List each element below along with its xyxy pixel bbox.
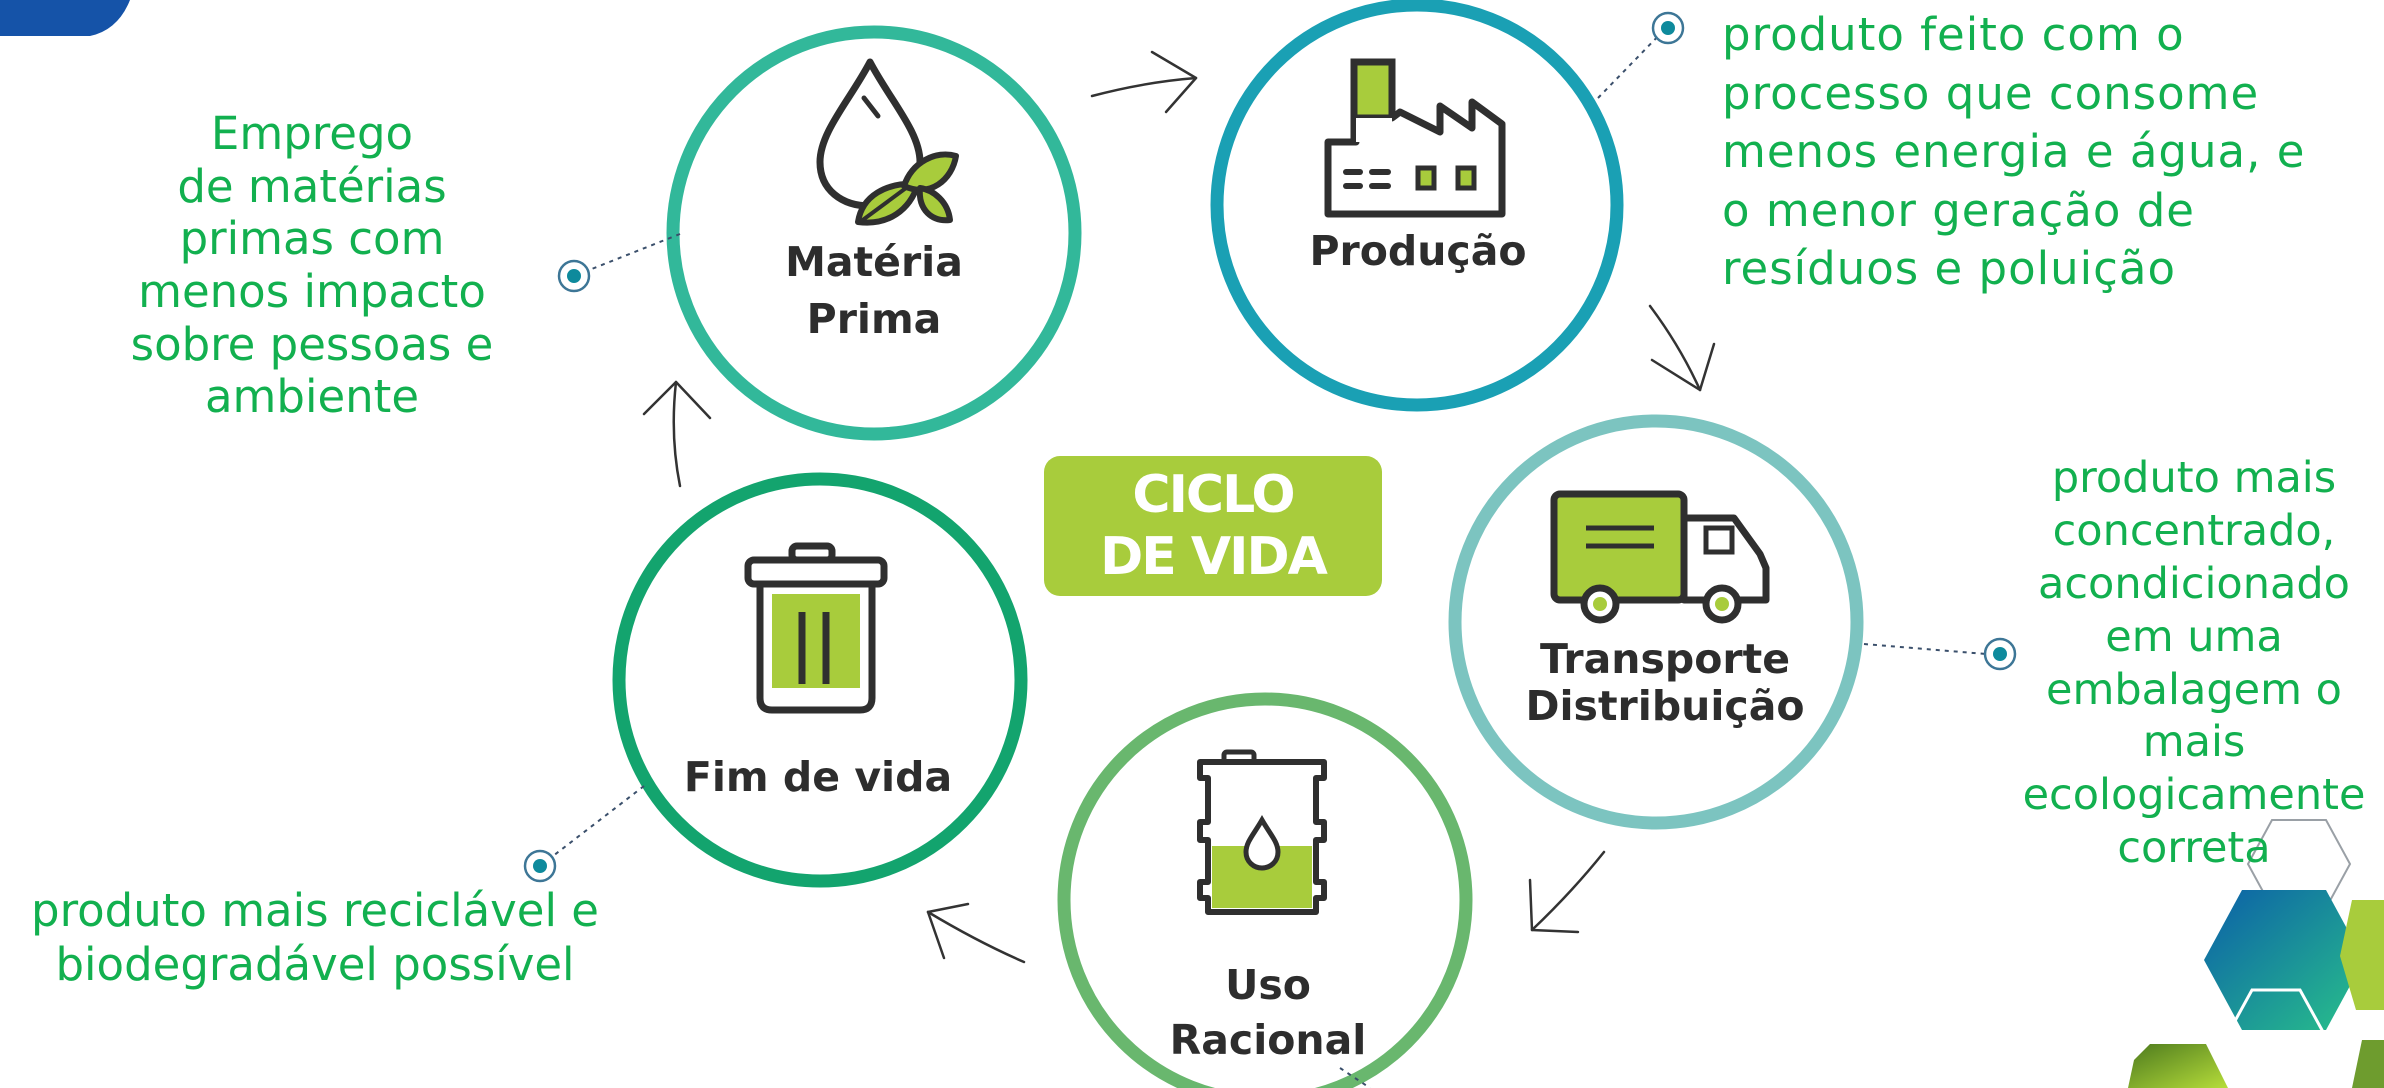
description-fim: produto mais reciclável e biodegradável … (0, 884, 630, 992)
connector-fim (539, 785, 645, 867)
truck-icon (1550, 490, 1770, 624)
description-line: produto feito com o (1722, 8, 2185, 61)
description-line: produto mais (2051, 453, 2337, 503)
description-line: ecologicamente (2022, 770, 2366, 821)
description-line: sobre pessoas e (130, 317, 494, 371)
circle-materia-prima (666, 25, 1082, 441)
node-label-line: Transporte (1539, 635, 1791, 683)
marker-transporte (1983, 637, 2017, 671)
description-producao: produto feito com o processo que consome… (1722, 6, 2372, 299)
description-transporte: produto mais concentrado, acondicionado … (2004, 452, 2384, 875)
node-label-line: Uso (1225, 961, 1311, 1009)
node-label-fim: Fim de vida (668, 752, 968, 803)
barrel-icon (1197, 749, 1327, 915)
node-label-line: Racional (1169, 1016, 1367, 1065)
node-label-line: Distribuição (1525, 682, 1805, 731)
description-line: primas com (179, 212, 445, 266)
description-line: processo que consome (1722, 66, 2260, 120)
node-label-line: Produção (1309, 227, 1527, 275)
description-line: embalagem o (2046, 664, 2342, 715)
node-label-uso: Uso Racional (1128, 958, 1408, 1069)
node-label-materia-prima: Matéria Prima (744, 234, 1004, 349)
arrow-producao-to-transporte (1648, 304, 1716, 392)
cycle-title-box: CICLO DE VIDA (1044, 456, 1382, 596)
arrow-fim-to-materia (642, 380, 712, 488)
description-line: o menor geração de (1722, 183, 2195, 237)
node-label-producao: Produção (1268, 226, 1568, 277)
cycle-title-line-1: CICLO (1132, 464, 1295, 525)
hexagon-decoration (2128, 819, 2384, 1088)
arrow-transporte-to-uso (1528, 850, 1606, 934)
connector-transporte (1863, 643, 1987, 655)
trash-can-icon (744, 542, 888, 714)
node-label-line: Fim de vida (683, 753, 953, 801)
factory-icon (1324, 58, 1506, 218)
node-label-line: Prima (806, 295, 942, 344)
description-line: produto mais reciclável e (31, 884, 599, 937)
description-line: menos energia e água, e (1722, 125, 2306, 178)
droplet-leaf-icon (816, 58, 959, 226)
arrow-uso-to-fim (926, 902, 1026, 964)
node-label-transporte: Transporte Distribuição (1500, 635, 1830, 731)
node-label-line: Matéria (785, 238, 963, 286)
description-line: acondicionado (2038, 558, 2350, 609)
marker-fim (523, 849, 557, 883)
description-line: em uma (2105, 611, 2283, 662)
connector-uso (1339, 1067, 1371, 1088)
description-line: ambiente (204, 370, 419, 424)
marker-producao (1651, 11, 1685, 45)
connector-producao (1597, 27, 1667, 99)
description-line: biodegradável possível (55, 938, 575, 991)
description-line: mais (2142, 717, 2246, 768)
circle-transporte (1448, 414, 1864, 830)
corner-decoration (0, 0, 130, 36)
description-line: resíduos e poluição (1722, 242, 2176, 295)
description-line: Emprego (210, 107, 414, 160)
description-line: correta (2117, 823, 2271, 874)
description-line: menos impacto (138, 264, 486, 318)
description-line: de matérias (177, 159, 447, 213)
connector-materia (573, 233, 681, 277)
cycle-title-line-2: DE VIDA (1100, 527, 1328, 587)
arrow-materia-to-producao (1090, 50, 1198, 114)
description-line: concentrado, (2052, 505, 2336, 556)
description-materia-prima: Emprego de matérias primas com menos imp… (92, 107, 532, 424)
marker-materia (557, 259, 591, 293)
